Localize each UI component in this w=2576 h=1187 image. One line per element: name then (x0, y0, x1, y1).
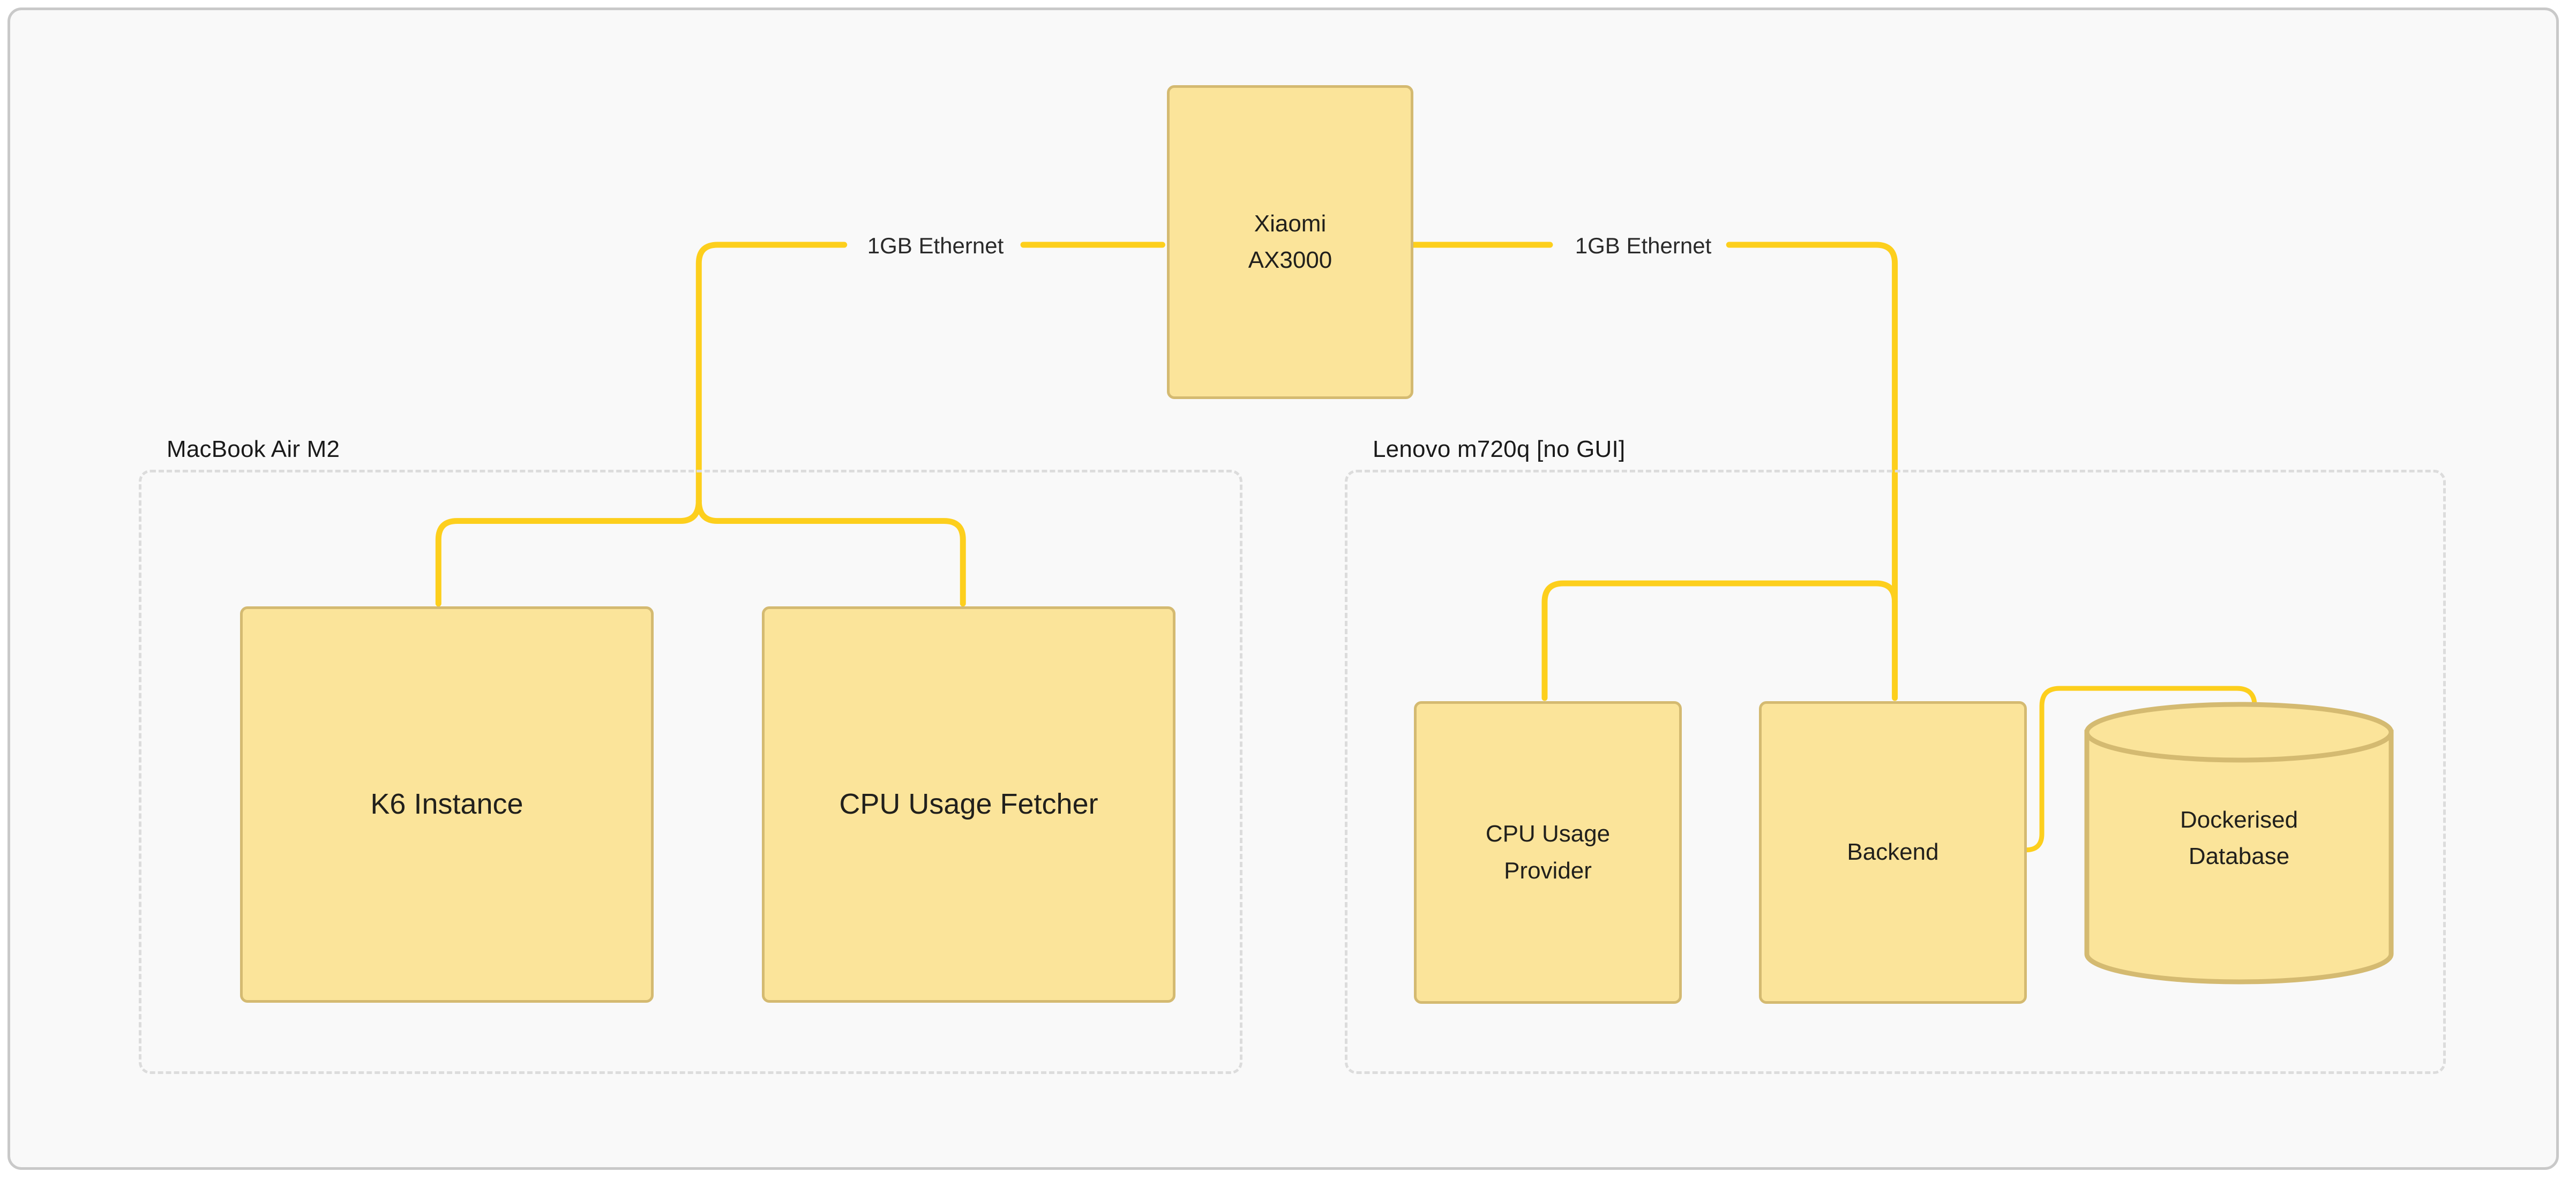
node-cpu-usage-provider-line1: CPU Usage (1485, 821, 1611, 847)
node-cpu-usage-fetcher[interactable]: CPU Usage Fetcher (762, 606, 1175, 1003)
node-backend-label: Backend (1847, 839, 1939, 866)
node-xiaomi-ax3000-line2: AX3000 (1248, 247, 1332, 273)
group-label-lenovo: Lenovo m720q [no GUI] (1373, 436, 1626, 462)
node-cpu-usage-provider-line2: Provider (1504, 857, 1592, 884)
node-k6-instance-label: K6 Instance (370, 788, 523, 821)
edge-label-router-right: 1GB Ethernet (1566, 233, 1720, 259)
edge-router-left-segment-b (695, 242, 848, 504)
edge-label-router-left: 1GB Ethernet (858, 233, 1013, 259)
node-backend[interactable]: Backend (1759, 701, 2027, 1004)
group-label-macbook: MacBook Air M2 (167, 436, 340, 462)
node-cpu-usage-fetcher-label: CPU Usage Fetcher (839, 788, 1098, 821)
group-container-lenovo (1345, 470, 2446, 1074)
database-cylinder-shape (2084, 702, 2394, 985)
diagram-canvas: 1GB Ethernet 1GB Ethernet MacBook Air M2… (8, 7, 2559, 1170)
node-xiaomi-ax3000-line1: Xiaomi (1254, 210, 1327, 237)
group-container-macbook (139, 470, 1242, 1074)
node-k6-instance[interactable]: K6 Instance (240, 606, 654, 1003)
